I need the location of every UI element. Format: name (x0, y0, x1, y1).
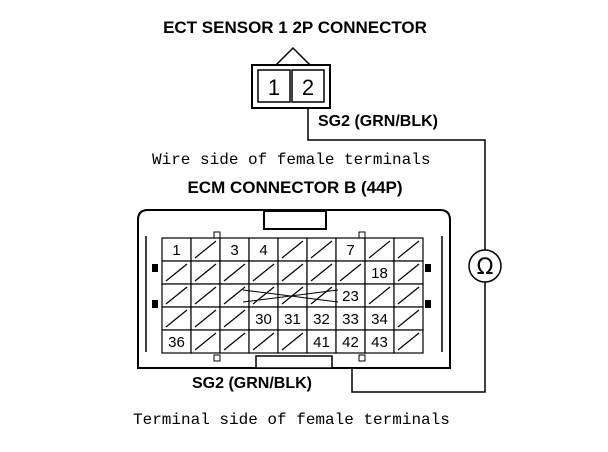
ecm-wire-label: SG2 (GRN/BLK) (192, 375, 312, 392)
ecm-unused-terminal-slash (165, 263, 188, 282)
ecm-unused-terminal-slash (252, 332, 275, 351)
ecm-unused-terminal-slash (310, 263, 333, 282)
ecm-unused-terminal-slash (194, 263, 217, 282)
ecm-unused-terminal-slash (281, 332, 304, 351)
ecm-unused-terminal-slash (368, 286, 391, 305)
ecm-unused-terminal-slash (194, 286, 217, 305)
ecm-unused-terminal-slash (397, 240, 420, 259)
terminal-side-caption: Terminal side of female terminals (133, 411, 450, 429)
ecm-unused-terminal-slash (397, 286, 420, 305)
ecm-unused-terminal-slash (368, 240, 391, 259)
ecm-tab (425, 264, 431, 272)
ecm-terminal-number: 31 (284, 311, 301, 328)
ecm-unused-terminal-slash (397, 332, 420, 351)
connector-key-chevron (275, 46, 311, 66)
ecm-unused-terminal-slash (397, 309, 420, 328)
ecm-unused-terminal-slash (281, 240, 304, 259)
ecm-unused-terminal-slash (165, 309, 188, 328)
ecm-shell-inner-walls (145, 236, 443, 352)
ecm-unused-terminal-slash (223, 332, 246, 351)
ecm-cavity-cross (242, 289, 339, 303)
ect-pin-1-label: 1 (268, 75, 280, 100)
ecm-unused-terminal-slash (223, 263, 246, 282)
ecm-unused-terminal-slash (165, 286, 188, 305)
ect-wire-label: SG2 (GRN/BLK) (318, 113, 438, 130)
ecm-unused-terminal-slash (252, 286, 275, 305)
ecm-latch-top (263, 210, 327, 230)
ohm-symbol: Ω (477, 255, 494, 280)
ect-pin-1-cell (257, 69, 291, 103)
ecm-tab (152, 300, 158, 308)
ecm-key (358, 231, 366, 239)
ecm-unused-terminal-slash (223, 286, 246, 305)
wire-side-caption: Wire side of female terminals (152, 151, 430, 169)
ecm-unused-terminal-slash (310, 286, 333, 305)
ect-pin-2-cell (291, 69, 325, 103)
ecm-unused-terminal-slash (339, 263, 362, 282)
ecm-key (213, 354, 221, 362)
ecm-key (358, 354, 366, 362)
ecm-unused-terminal-slash (194, 332, 217, 351)
ecm-terminal-number: 33 (342, 311, 359, 328)
ect-connector-title: ECT SENSOR 1 2P CONNECTOR (163, 18, 427, 37)
ecm-terminal-number: 41 (313, 334, 330, 351)
sg2-wire-ect (307, 108, 486, 250)
ecm-terminal-number: 36 (168, 334, 185, 351)
ecm-unused-terminal-slash (194, 309, 217, 328)
ecm-terminal-number: 43 (371, 334, 388, 351)
ecm-terminal-number: 30 (255, 311, 272, 328)
ecm-terminal-number: 4 (259, 242, 267, 259)
ect-pin-2-label: 2 (302, 75, 314, 100)
ohmmeter-icon (468, 249, 502, 283)
ecm-terminal-number: 34 (371, 311, 388, 328)
ecm-terminal-number: 23 (342, 288, 359, 305)
ecm-unused-terminal-slash (397, 263, 420, 282)
ecm-unused-terminal-slash (252, 263, 275, 282)
ecm-terminal-number: 3 (230, 242, 238, 259)
sg2-wire-ecm (351, 282, 486, 393)
ecm-unused-terminal-slash (310, 240, 333, 259)
ecm-latch-bottom (255, 355, 333, 369)
ecm-terminal-number: 18 (371, 265, 388, 282)
ecm-terminal-number: 32 (313, 311, 330, 328)
ecm-terminal-number: 7 (346, 242, 354, 259)
ecm-tab (425, 300, 431, 308)
ecm-unused-terminal-slash (223, 309, 246, 328)
ecm-key (213, 231, 221, 239)
ecm-connector-title: ECM CONNECTOR B (44P) (187, 178, 402, 197)
ecm-terminal-number: 1 (172, 242, 180, 259)
ecm-unused-terminal-slash (281, 263, 304, 282)
ecm-tab (152, 264, 158, 272)
ecm-unused-terminal-slash (194, 240, 217, 259)
ecm-terminal-number: 42 (342, 334, 359, 351)
